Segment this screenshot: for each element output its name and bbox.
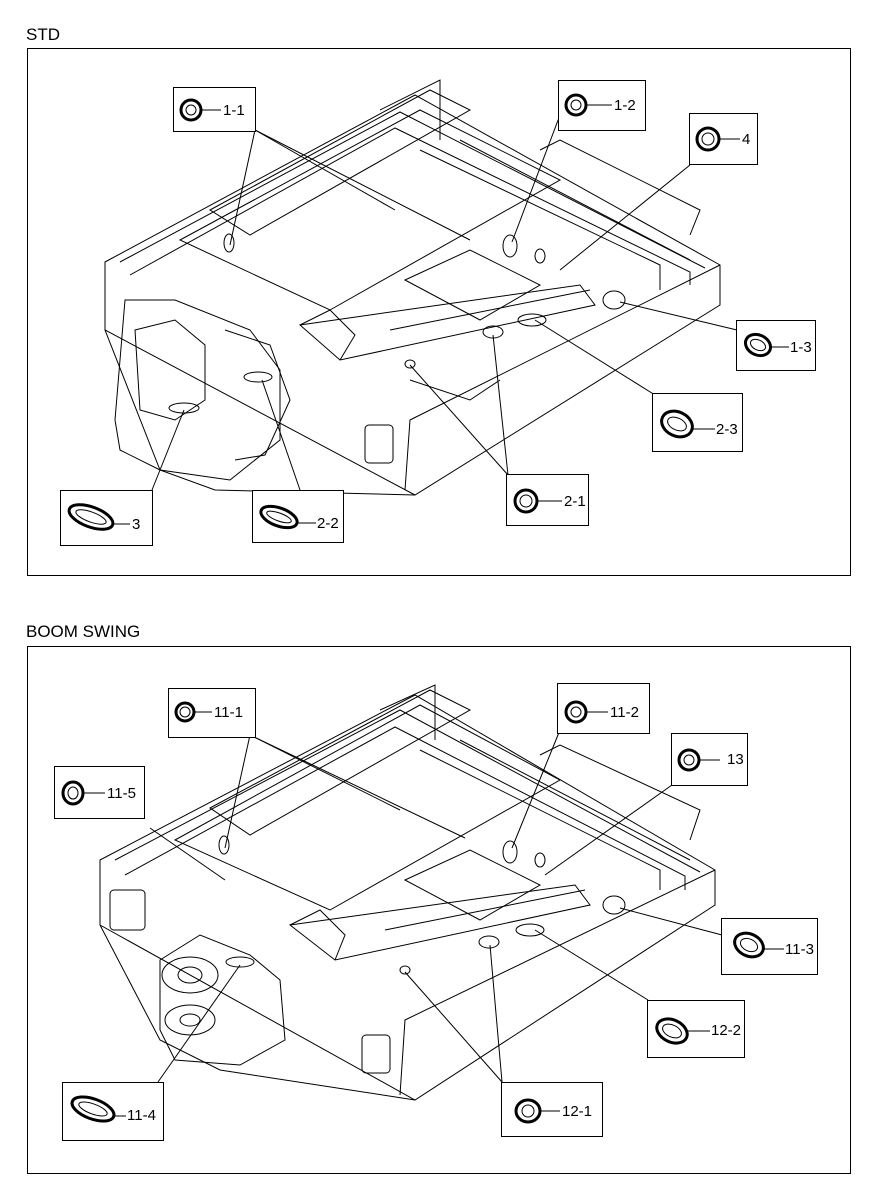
round-grommet-icon [514, 1098, 560, 1124]
panel-std [27, 48, 851, 576]
callout-12-1: 12-1 [501, 1082, 603, 1137]
section-title-boom-swing: BOOM SWING [26, 622, 141, 641]
section-title-std: STD [26, 25, 60, 44]
callout-12-2: 12-2 [647, 1000, 745, 1058]
oval-grommet-icon [660, 409, 715, 439]
oval-grommet-icon [70, 1095, 126, 1123]
callout-label: 2-3 [716, 421, 738, 438]
callout-3: 3 [60, 490, 153, 546]
callout-13: 13 [671, 733, 748, 786]
oval-grommet-icon [743, 332, 789, 358]
round-grommet-icon [174, 701, 212, 723]
round-grommet-icon [61, 780, 105, 806]
callout-2-1: 2-1 [506, 474, 589, 526]
callout-1-1: 1-1 [173, 87, 256, 132]
round-grommet-icon [695, 126, 740, 152]
callout-label: 4 [742, 131, 751, 148]
callout-label: 11-2 [610, 704, 639, 721]
callout-11-3: 11-3 [721, 918, 818, 975]
callout-11-4: 11-4 [62, 1082, 164, 1141]
oval-grommet-icon [259, 504, 316, 530]
panel-boom-swing [27, 646, 851, 1174]
oval-grommet-icon [67, 503, 130, 531]
callout-label: 12-2 [711, 1022, 742, 1039]
callout-4: 4 [689, 113, 758, 165]
callout-2-3: 2-3 [652, 393, 743, 452]
callout-label: 3 [132, 516, 141, 533]
callout-11-5: 11-5 [54, 766, 145, 819]
callout-label: 2-1 [564, 493, 586, 510]
callout-11-2: 11-2 [557, 683, 650, 734]
callout-label: 11-3 [785, 941, 814, 958]
round-grommet-icon [513, 488, 562, 514]
callout-label: 2-2 [317, 515, 339, 532]
callout-label: 12-1 [562, 1103, 593, 1120]
oval-grommet-icon [655, 1017, 710, 1045]
callout-label: 1-2 [614, 97, 636, 114]
round-grommet-icon [179, 98, 221, 122]
callout-label: 1-1 [223, 102, 245, 119]
round-grommet-icon [564, 93, 612, 117]
callout-label: 11-1 [214, 704, 243, 721]
callout-label: 1-3 [790, 339, 812, 356]
round-grommet-icon [677, 748, 720, 772]
callout-1-3: 1-3 [736, 320, 816, 371]
callout-1-2: 1-2 [558, 80, 646, 131]
callout-label: 11-4 [127, 1107, 156, 1124]
callout-label: 13 [727, 751, 744, 768]
oval-grommet-icon [733, 931, 784, 959]
callout-11-1: 11-1 [168, 688, 256, 738]
round-grommet-icon [564, 700, 608, 724]
callout-label: 11-5 [107, 785, 136, 802]
callout-2-2: 2-2 [252, 490, 344, 543]
